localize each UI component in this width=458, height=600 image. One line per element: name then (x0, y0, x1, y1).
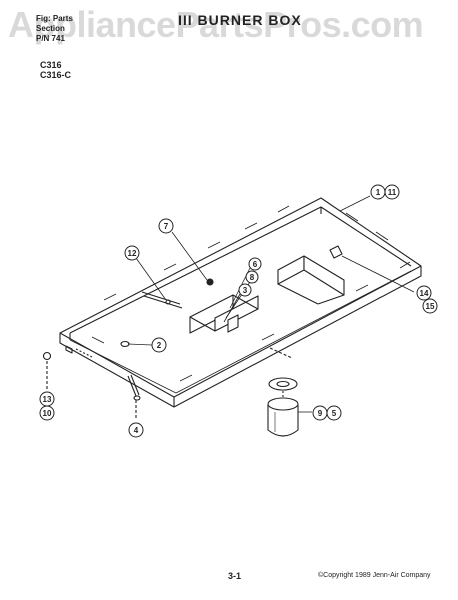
divider-bracket (189, 294, 259, 334)
callout-10: 10 (39, 405, 55, 421)
callout-4: 4 (128, 422, 144, 438)
model-number-2: C316-C (40, 70, 72, 80)
burner-box-tray (59, 197, 422, 408)
screw-strip (141, 291, 183, 309)
divider-panel (277, 255, 345, 305)
page-number: 3-1 (228, 571, 242, 581)
callout-label: 1 (376, 188, 381, 197)
callout-2: 2 (151, 337, 167, 353)
callout-label: 8 (250, 273, 255, 282)
model-number-1: C316 (40, 60, 62, 70)
callout-label: 14 (420, 289, 429, 298)
header-line-1: Fig: Parts (36, 14, 73, 23)
callout-label: 7 (164, 222, 169, 231)
callout-13: 13 (39, 391, 55, 407)
callout-9-5: 9 5 (312, 405, 342, 421)
header-line-2: Section (36, 24, 65, 33)
callout-6: 6 (248, 257, 262, 271)
diagram-title: III BURNER BOX (178, 12, 302, 28)
callout-label: 5 (332, 409, 337, 418)
callout-label: 13 (43, 395, 52, 404)
callout-1-11: 1 11 (370, 184, 400, 200)
callout-14: 14 (416, 285, 432, 301)
callout-7: 7 (158, 218, 174, 234)
callout-15: 15 (422, 298, 438, 314)
callout-label: 3 (243, 286, 248, 295)
callout-label: 9 (318, 409, 323, 418)
callout-label: 12 (128, 249, 137, 258)
copyright-notice: ©Copyright 1989 Jenn-Air Company (318, 572, 431, 579)
callout-12: 12 (124, 245, 140, 261)
callout-label: 11 (388, 188, 397, 197)
header-line-3: P/N 741 (36, 34, 65, 43)
callout-label: 4 (134, 426, 139, 435)
callout-label: 2 (157, 341, 162, 350)
bracket-clip (329, 245, 343, 259)
part-7-marker (206, 278, 214, 286)
callout-8: 8 (245, 270, 259, 284)
nut-part (42, 351, 52, 390)
callout-label: 10 (43, 409, 52, 418)
jar-part (267, 377, 299, 437)
callout-label: 6 (253, 260, 258, 269)
callout-label: 15 (426, 302, 435, 311)
callout-3: 3 (238, 283, 252, 297)
screw-part (127, 374, 141, 418)
